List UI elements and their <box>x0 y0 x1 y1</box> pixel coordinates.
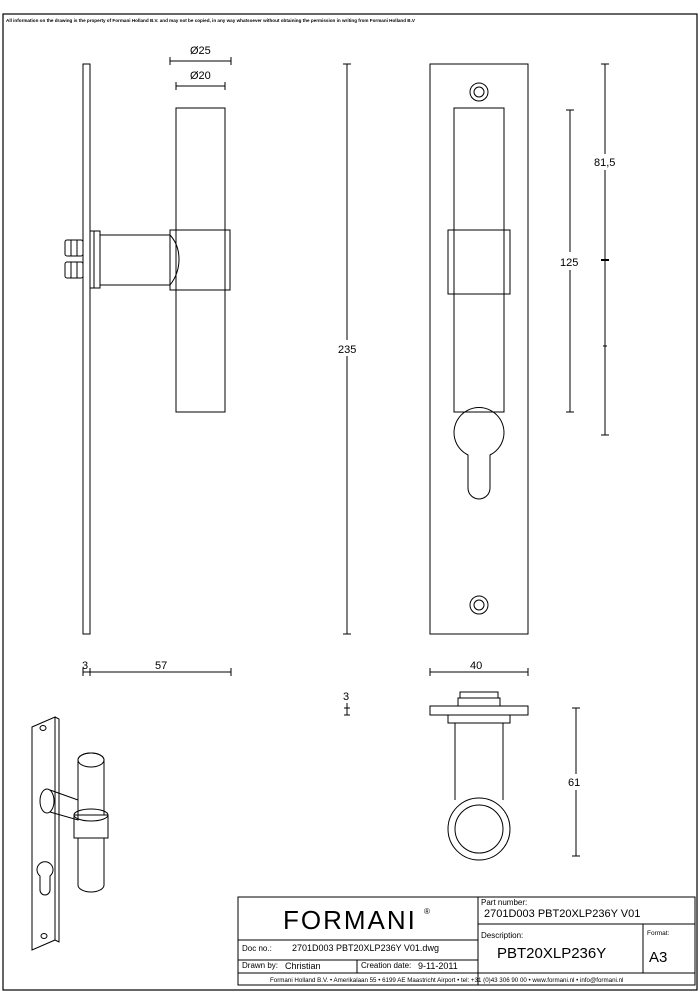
iso-collar <box>73 814 109 839</box>
side-backplate <box>82 63 91 635</box>
front-view: 125 81,5 <box>429 63 621 635</box>
creation-date-label: Creation date: <box>361 961 411 970</box>
side-neck <box>100 234 180 286</box>
drawn-by-value: Christian <box>285 961 321 971</box>
top-spindle-cap <box>459 691 499 699</box>
side-spindle-top <box>64 239 84 257</box>
screw-top-inner <box>473 86 485 98</box>
top-grip-inner <box>454 804 504 854</box>
front-grip <box>453 107 505 413</box>
side-rose <box>89 230 101 289</box>
dim-t3b: 3 <box>343 691 349 703</box>
footer-address: Formani Holland B.V. • Amerikalaan 55 • … <box>270 977 623 984</box>
registered-mark: ® <box>424 907 430 916</box>
doc-no-value: 2701D003 PBT20XLP236Y V01.dwg <box>292 943 439 953</box>
doc-no-label: Doc no.: <box>242 944 272 953</box>
screw-bottom-outer <box>469 595 489 615</box>
creation-date-value: 9-11-2011 <box>418 961 458 971</box>
side-spindle-bottom <box>64 261 84 279</box>
dim-group-235: 235 <box>337 63 359 635</box>
copyright-notice: All information on the drawing is the pr… <box>6 18 416 23</box>
iso-grip-bottom <box>77 837 105 893</box>
side-grip <box>175 107 226 413</box>
top-rose <box>447 714 511 724</box>
side-collar <box>169 229 231 291</box>
part-number-label: Part number: <box>481 898 527 907</box>
screw-bottom-inner <box>473 599 485 611</box>
brand-logo: FORMANI <box>283 905 417 935</box>
dim-w40: 40 <box>470 660 482 672</box>
side-view: Ø25 Ø20 3 57 <box>64 45 232 676</box>
front-backplate <box>429 63 529 635</box>
dim-h125: 125 <box>560 257 578 269</box>
dim-h61: 61 <box>568 777 580 789</box>
title-block: FORMANI ® Doc no.: 2701D003 PBT20XLP236Y… <box>237 896 696 986</box>
dim-h235: 235 <box>338 344 356 356</box>
drawn-by-label: Drawn by: <box>242 961 278 970</box>
dim-t3: 3 <box>82 660 88 672</box>
top-backplate <box>429 705 529 716</box>
top-grip-outer <box>447 797 511 861</box>
isometric-view <box>31 716 109 951</box>
part-number-value: 2701D003 PBT20XLP236Y V01 <box>484 908 640 920</box>
dim-d20: Ø20 <box>190 70 211 82</box>
iso-keyhole <box>36 861 54 896</box>
dim-h815: 81,5 <box>594 157 615 169</box>
format-label: Format: <box>647 930 670 937</box>
iso-grip-top <box>77 752 105 816</box>
sheet-border <box>2 13 698 991</box>
dim-d25: Ø25 <box>190 45 211 57</box>
description-label: Description: <box>481 931 523 940</box>
screw-top-outer <box>469 82 489 102</box>
dim-w57: 57 <box>155 660 167 672</box>
cylinder-keyhole <box>453 407 505 500</box>
iso-backplate <box>31 716 56 951</box>
description-value: PBT20XLP236Y <box>497 945 606 962</box>
top-view: 40 3 61 <box>343 660 588 861</box>
format-value: A3 <box>649 949 667 966</box>
iso-rose <box>39 788 55 814</box>
front-collar <box>447 229 511 295</box>
